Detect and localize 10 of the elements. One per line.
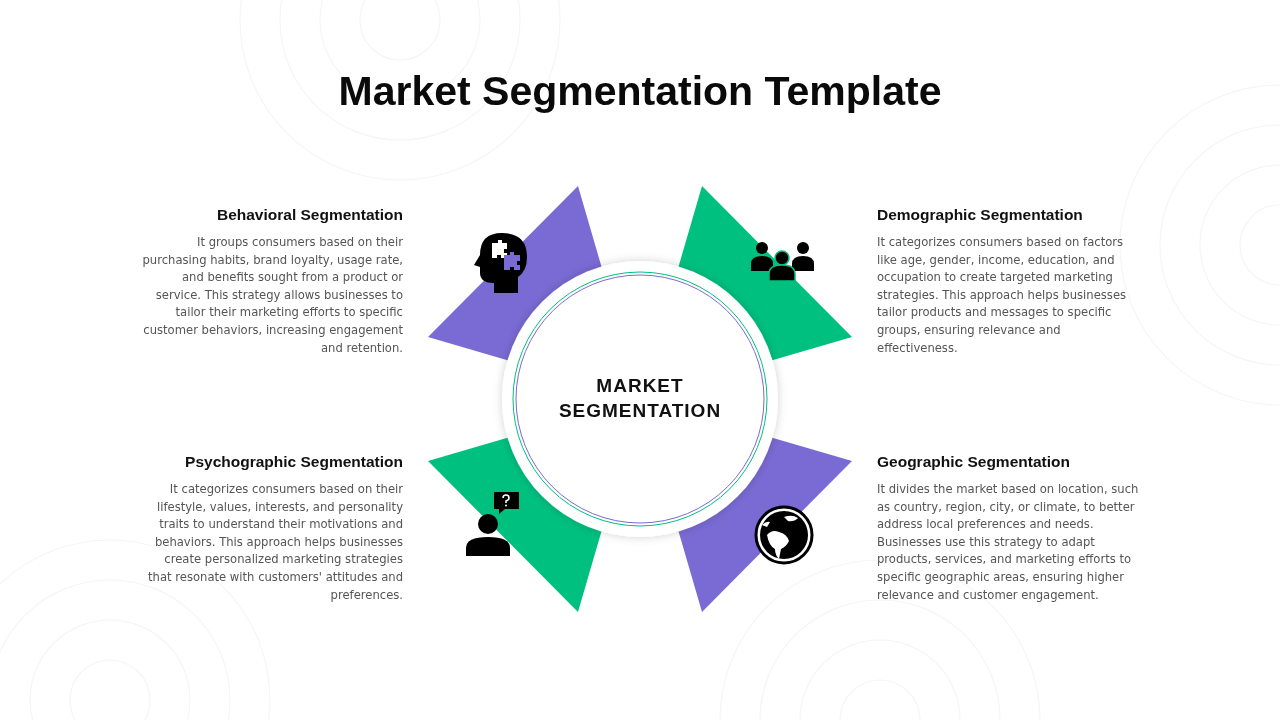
- section-heading: Demographic Segmentation: [877, 206, 1084, 224]
- section-heading: Behavioral Segmentation: [215, 206, 403, 224]
- section-heading: Geographic Segmentation: [877, 453, 1071, 471]
- section-description: It groups consumers based on their purchasing habits, brand loyalty, usage rate, and benefits sought from a product or service. This strategy allows businesses to tailor their marketing efforts to specific customer behaviors, increasing engagement and retention.: [141, 234, 403, 357]
- title: Market Segmentation Template: [337, 68, 943, 115]
- section-heading: Psychographic Segmentation: [184, 453, 403, 471]
- center-label: MARKET SEGMENTATION: [557, 374, 723, 423]
- section-description: It categorizes consumers based on factors like age, gender, income, education, and occupation to create targeted marketing strategies. This approach helps businesses tailor products and messages to specific groups, ensuring relevance and effectiveness.: [877, 234, 1128, 357]
- section-description: It divides the market based on location, such as country, region, city, or climate, to better address local preferences and needs. Businesses use this strategy to adapt products, services, and marketing efforts to specific geographic areas, ensuring higher relevance and customer engagement.: [877, 481, 1139, 604]
- section-description: It categorizes consumers based on their lifestyle, values, interests, and personality traits to understand their motivations and behaviors. This approach helps businesses create personalized marketing strategies that resonate with customers' attitudes and preferences.: [147, 481, 403, 604]
